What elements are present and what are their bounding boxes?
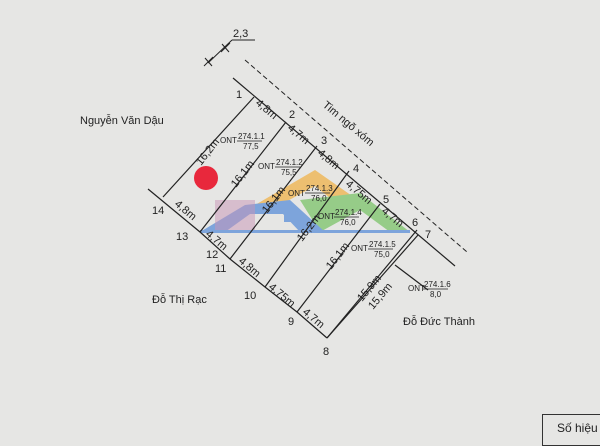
vertices-12-label: 13 [176, 231, 188, 243]
parcels-5-type-label: ONT [408, 284, 425, 293]
parcels-0-type-label: ONT [220, 136, 237, 145]
parcels-1-id-label: 274.1.2 [276, 158, 303, 167]
rear-boundary [147, 188, 328, 339]
scale-mark [203, 39, 255, 67]
dimensions-depth-4-label: 16,1m [324, 240, 352, 271]
vertices-10-label: 11 [215, 263, 226, 275]
parcels-5-id-label: 274.1.6 [424, 280, 451, 289]
dimensions-top-0-label: 4,8m [253, 97, 279, 122]
parcel-274-1-6: ONT 274.1.6 8,0 [408, 280, 451, 299]
parcels-5-area-label: 8,0 [430, 290, 442, 299]
vertices-4-label: 5 [383, 194, 389, 206]
dimensions-bottom-3-label: 4,75m [266, 281, 297, 310]
vertices-3-label: 4 [353, 163, 359, 175]
red-marker-dot [194, 166, 218, 190]
parcels-4-type-label: ONT [351, 244, 368, 253]
side-8-7 [326, 234, 419, 339]
scale-label: 2,3 [233, 28, 248, 40]
road-centerline [244, 59, 468, 253]
parcels-2-id-label: 274.1.3 [306, 184, 333, 193]
side-9-5 [296, 203, 381, 313]
side-11-3 [229, 145, 318, 260]
dimensions-top-1-label: 4,7m [285, 122, 311, 147]
parcel-6-pointer [394, 264, 429, 291]
neighbor-left: Nguyễn Văn Dậu [80, 114, 164, 127]
parcels-2-type-label: ONT [288, 189, 305, 198]
parcel-274-1-5: ONT 274.1.5 75,0 [351, 240, 396, 259]
parcels-3-type-label: ONT [318, 212, 335, 221]
vertices-1-label: 2 [289, 109, 295, 121]
dimensions-bottom-4-label: 4,7m [300, 306, 326, 331]
parcels-2-area-label: 76,0 [311, 194, 327, 203]
parcels-1-type-label: ONT [258, 162, 275, 171]
footer-label-box: Số hiệu [542, 414, 600, 446]
parcels-4-id-label: 274.1.5 [369, 240, 396, 249]
parcels-3-id-label: 274.1.4 [335, 208, 362, 217]
parcels-0-area-label: 77,5 [243, 142, 259, 151]
vertices-11-label: 12 [206, 249, 218, 261]
parcel-codes: ONT 274.1.1 77,5 ONT 274.1.2 75,5 ONT 27… [220, 132, 451, 299]
parcel-274-1-4: ONT 274.1.4 76,0 [318, 208, 362, 227]
parcel-lines [147, 77, 456, 339]
parcel-274-1-1: ONT 274.1.1 77,5 [220, 132, 265, 151]
vertices-7-label: 8 [323, 346, 329, 358]
parcel-274-1-3: ONT 274.1.3 76,0 [288, 184, 333, 203]
road-label: Tim ngõ xóm [320, 99, 376, 149]
dimensions-depth-1-label: 16,1m [229, 158, 257, 189]
footer-label: Số hiệu [557, 421, 598, 435]
neighbor-bottom-right: Đỗ Đức Thành [403, 315, 475, 328]
parcels-4-area-label: 75,0 [374, 250, 390, 259]
side-13-2 [199, 121, 287, 233]
vertex-labels: 1 2 3 4 5 6 7 8 9 10 11 12 13 14 [152, 89, 431, 358]
vertices-0-label: 1 [236, 89, 242, 101]
dimensions-top-2-label: 4,8m [315, 147, 341, 172]
side-10-4 [264, 170, 350, 288]
parcels-1-area-label: 75,5 [281, 168, 297, 177]
vertices-6-label: 7 [425, 229, 431, 241]
side-8-6 [326, 229, 418, 339]
vertices-13-label: 14 [152, 205, 164, 217]
parcels-0-id-label: 274.1.1 [238, 132, 265, 141]
parcel-274-1-2: ONT 274.1.2 75,5 [258, 158, 303, 177]
neighbor-bottom-left: Đỗ Thị Rạc [152, 293, 207, 306]
vertices-5-label: 6 [412, 217, 418, 229]
dimensions-depth-0-label: 16,2m [194, 136, 222, 167]
side-14-1 [162, 96, 255, 198]
logo-window [284, 214, 294, 222]
vertices-9-label: 10 [244, 290, 256, 302]
front-boundary [232, 77, 456, 267]
dimensions-bottom-2-label: 4,8m [236, 255, 262, 280]
logo-roof-blue [200, 200, 325, 232]
vertices-8-label: 9 [288, 316, 294, 328]
logo-roof-green [300, 193, 410, 232]
vertices-2-label: 3 [321, 135, 327, 147]
parcels-3-area-label: 76,0 [340, 218, 356, 227]
